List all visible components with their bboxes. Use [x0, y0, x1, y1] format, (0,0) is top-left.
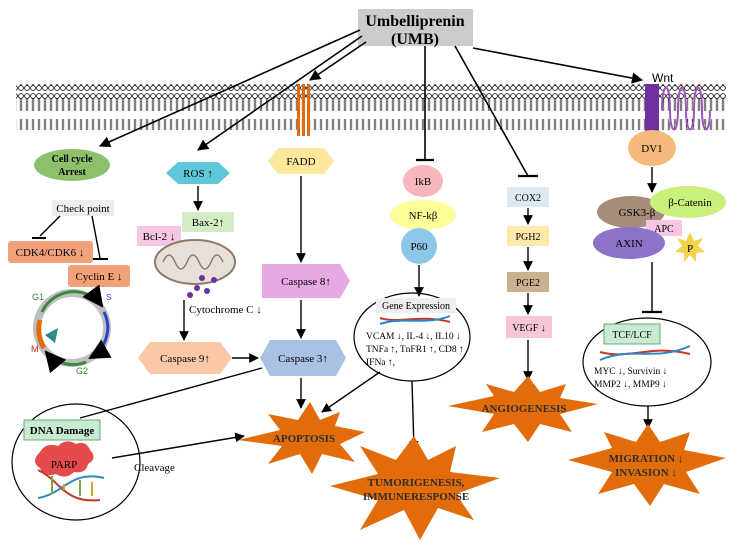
- pge2-box: [507, 272, 549, 292]
- bax-box: [182, 212, 234, 232]
- migration-line1: MIGRATION ↓: [609, 453, 684, 465]
- wnt-receptor: [645, 84, 659, 132]
- p60-node: [401, 228, 437, 264]
- phase-g1: G1: [32, 292, 44, 302]
- cyclin-label: Cyclin E ↓: [75, 271, 122, 283]
- cleavage-label: Cleavage: [134, 462, 175, 474]
- fadd-node: [268, 148, 334, 174]
- dna-damage-box: [23, 419, 101, 441]
- cell-cycle-arrest-node: [34, 149, 110, 181]
- angiogenesis-star: [448, 376, 598, 442]
- phase-s: S: [106, 293, 111, 302]
- cell-cycle-arrest-line2: Arrest: [58, 167, 86, 178]
- pgh2-label: PGH2: [515, 232, 540, 243]
- wnt-label: Wnt: [652, 71, 674, 85]
- gene-to-apoptosis-arrow: [321, 371, 381, 413]
- checkpoint-box: [52, 200, 114, 216]
- umb-title-box: [358, 9, 473, 46]
- tcf-box: [603, 323, 661, 345]
- nfkb-node: [390, 200, 456, 230]
- p60-label: P60: [410, 241, 428, 253]
- mitochondrion-icon: [154, 239, 236, 298]
- dna-damage-circle: [11, 403, 141, 521]
- tcf-label: TCF/LCF: [612, 330, 652, 341]
- umb-arrows: [98, 29, 644, 178]
- phosphate-star: [675, 232, 705, 262]
- caspase9-label: Caspase 9↑: [160, 353, 210, 365]
- migration-star: [568, 424, 726, 506]
- axin-node: [593, 227, 665, 259]
- caspase9-node: [138, 342, 232, 374]
- cyclin-box: [68, 265, 130, 287]
- gene-list-line1: VCAM ↓, IL-4 ↓, IL10 ↓: [366, 332, 461, 342]
- fadd-label: FADD: [286, 156, 315, 168]
- tumorigenesis-line1: TUMORIGENESIS,: [368, 477, 465, 489]
- umb-title-line2: (UMB): [391, 31, 439, 48]
- tumorigenesis-star: [330, 436, 500, 540]
- caspase3-node: [260, 340, 346, 376]
- tcf-circle: [582, 317, 712, 407]
- dv1-node: [628, 130, 676, 166]
- parp-shape: [35, 441, 94, 477]
- catenin-label: β-Catenin: [668, 197, 712, 209]
- phase-g2: G2: [76, 366, 88, 376]
- cox2-box: [507, 187, 549, 207]
- caspase8-node: [262, 264, 350, 298]
- dv1-label: DV1: [641, 143, 662, 155]
- gene-list-line3: IFNa ↑,: [366, 358, 395, 368]
- catenin-node: [650, 186, 726, 218]
- caspase8-label: Caspase 8↑: [281, 276, 331, 288]
- gene-expression-box: [376, 298, 456, 313]
- ros-node: [166, 162, 230, 184]
- gene-dna-helix-icon: [379, 315, 451, 325]
- cdk-box: [8, 241, 93, 263]
- tcf-dna-helix-icon: [599, 345, 691, 361]
- dna-helix-icon: [37, 469, 105, 502]
- cell-membrane: [16, 84, 726, 130]
- apoptosis-star: [238, 402, 365, 474]
- ikb-label: IkB: [415, 176, 432, 188]
- cleavage-to-apoptosis-arrow: [111, 432, 245, 459]
- cell-cycle-arrest-line1: Cell cycle: [52, 154, 93, 165]
- bcl-box: [137, 226, 181, 246]
- caspase3-label: Caspase 3↑: [278, 353, 328, 365]
- angiogenesis-label: ANGIOGENESIS: [482, 403, 567, 415]
- vegf-box: [506, 316, 552, 338]
- wnt-targets-line1: MYC ↓, Survivin ↓: [594, 367, 667, 377]
- gene-expression-title: Gene Expression: [382, 301, 450, 312]
- apoptosis-label: APOPTOSIS: [273, 433, 335, 445]
- bax-label: Bax-2↑: [192, 217, 224, 229]
- frizzled-receptor: [661, 86, 711, 131]
- nfkb-label: NF-kβ: [409, 210, 438, 222]
- migration-line2: INVASION ↓: [615, 467, 677, 479]
- phosphate-label: P: [687, 243, 693, 255]
- axin-label: AXIN: [615, 238, 643, 250]
- apc-label: APC: [654, 224, 674, 235]
- pge2-label: PGE2: [516, 278, 540, 289]
- cdk-label: CDK4/CDK6 ↓: [16, 247, 85, 259]
- bcl-label: Bcl-2 ↓: [143, 231, 176, 243]
- cox2-label: COX2: [515, 193, 541, 204]
- vegf-label: VEGF ↓: [512, 323, 546, 334]
- dna-damage-label: DNA Damage: [30, 425, 95, 437]
- wnt-targets-line2: MMP2 ↓, MMP9 ↓: [594, 380, 667, 390]
- parp-label: PARP: [51, 459, 78, 471]
- cell-cycle-wheel: [33, 284, 112, 374]
- gsk-label: GSK3-β: [619, 207, 656, 219]
- checkpoint-label: Check point: [56, 203, 109, 215]
- caspase3-to-dna-damage-line: [79, 367, 263, 419]
- gene-list-line2: TNFa ↑, TnFR1 ↑, CD8 ↑: [366, 345, 464, 355]
- pgh2-box: [507, 226, 549, 246]
- ros-label: ROS ↑: [183, 168, 213, 180]
- phase-m: M: [31, 344, 39, 354]
- cytochrome-label: Cytochrome C ↓: [189, 304, 262, 316]
- ikb-node: [403, 165, 443, 197]
- checkpoint-inhibition-lines: [32, 215, 108, 260]
- tumorigenesis-line2: IMMUNERESPONSE: [363, 491, 469, 503]
- fadd-receptor: [297, 84, 310, 136]
- umb-title-line1: Umbelliprenin: [365, 13, 464, 30]
